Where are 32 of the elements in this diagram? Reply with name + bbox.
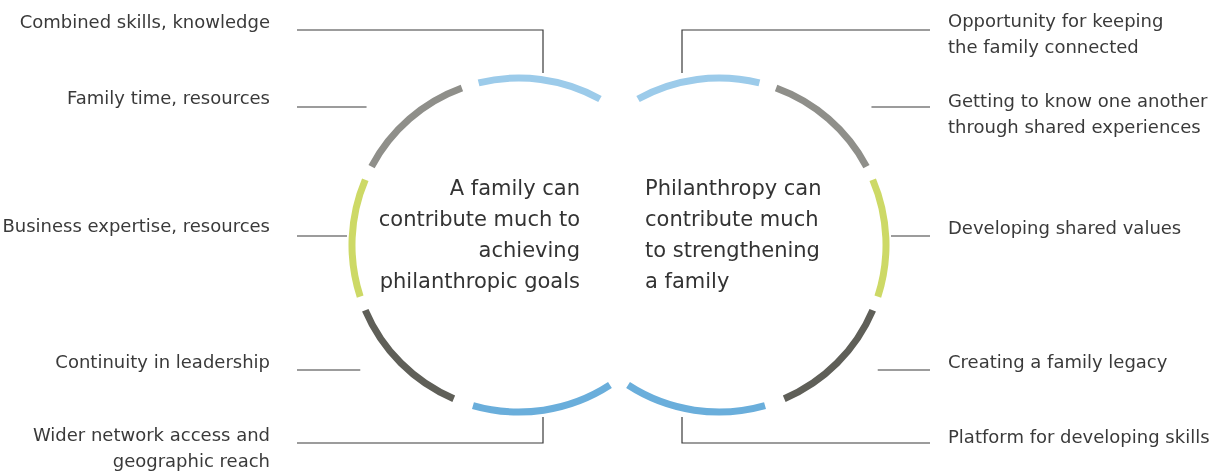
label-text: Combined skills, knowledge <box>0 9 270 35</box>
center-statement: A family can contribute much to achieving philanthropic goals <box>377 175 580 295</box>
label-text: Platform for developing skills <box>948 424 1218 450</box>
center-statement: Philanthropy can contribute much to strengthening a family <box>645 175 823 295</box>
label-text: Continuity in leadership <box>0 349 270 375</box>
leader-line <box>681 29 931 74</box>
leader-line <box>296 29 544 74</box>
ring-arc-segment <box>636 74 761 103</box>
leader-line <box>296 416 544 444</box>
ring-arc-segment <box>472 382 612 416</box>
ring-arc-segment <box>782 308 876 402</box>
ring-arc-segment <box>626 382 766 416</box>
label-text: Business expertise, resources <box>0 213 270 239</box>
label-text: Developing shared values <box>948 215 1208 241</box>
ring-arc-segment <box>774 84 870 169</box>
label-text: Family time, resources <box>0 85 270 111</box>
label-text: Wider network access and geographic reach <box>30 422 270 471</box>
ring-arc-segment <box>348 178 369 298</box>
leader-line <box>877 369 931 371</box>
label-text: Creating a family legacy <box>948 349 1208 375</box>
leader-line <box>681 416 931 444</box>
leader-line <box>890 235 931 237</box>
leader-line <box>296 369 361 371</box>
label-text: Getting to know one another through shared experiences <box>948 88 1218 140</box>
leader-line <box>296 235 348 237</box>
ring-arc-segment <box>362 308 456 402</box>
ring-arc-segment <box>477 74 602 103</box>
leader-line <box>296 106 368 108</box>
leader-line <box>870 106 931 108</box>
ring-arc-segment <box>869 178 890 298</box>
ring-arc-segment <box>368 84 464 169</box>
label-text: Opportunity for keeping the family connected <box>948 8 1178 60</box>
